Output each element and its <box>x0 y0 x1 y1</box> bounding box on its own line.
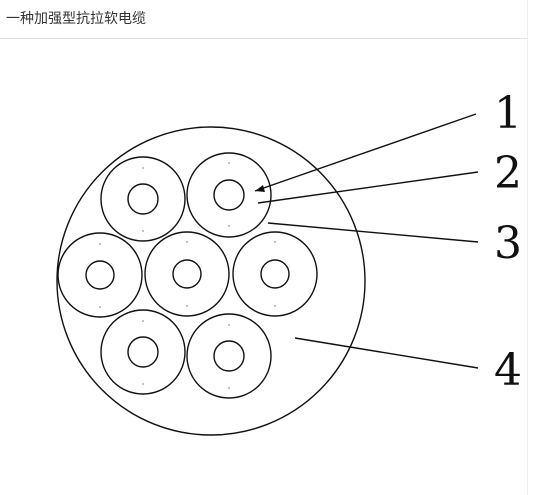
core-top-right <box>186 152 272 238</box>
core-center <box>144 231 230 317</box>
callout-label-4: 4 <box>494 345 522 396</box>
core-bottom-right <box>186 313 272 399</box>
page-title: 一种加强型抗拉软电缆 <box>6 11 146 27</box>
outer-sheath <box>56 126 366 436</box>
core-bottom-left <box>100 309 186 395</box>
leader-line-2 <box>257 171 479 204</box>
filler-dots <box>99 162 276 389</box>
right-divider <box>527 0 528 495</box>
callout-label-2: 2 <box>494 148 522 199</box>
leader-line-3 <box>267 222 479 243</box>
leader-arrow-1 <box>255 185 265 192</box>
leader-line-1 <box>254 113 477 192</box>
core-middle-left <box>57 232 143 318</box>
callout-label-1: 1 <box>494 88 522 139</box>
leader-line-4 <box>294 337 479 369</box>
core-middle-right <box>232 231 318 317</box>
callout-label-3: 3 <box>494 218 522 269</box>
core-top-left <box>100 156 186 242</box>
header-bar: 一种加强型抗拉软电缆 <box>0 0 528 39</box>
